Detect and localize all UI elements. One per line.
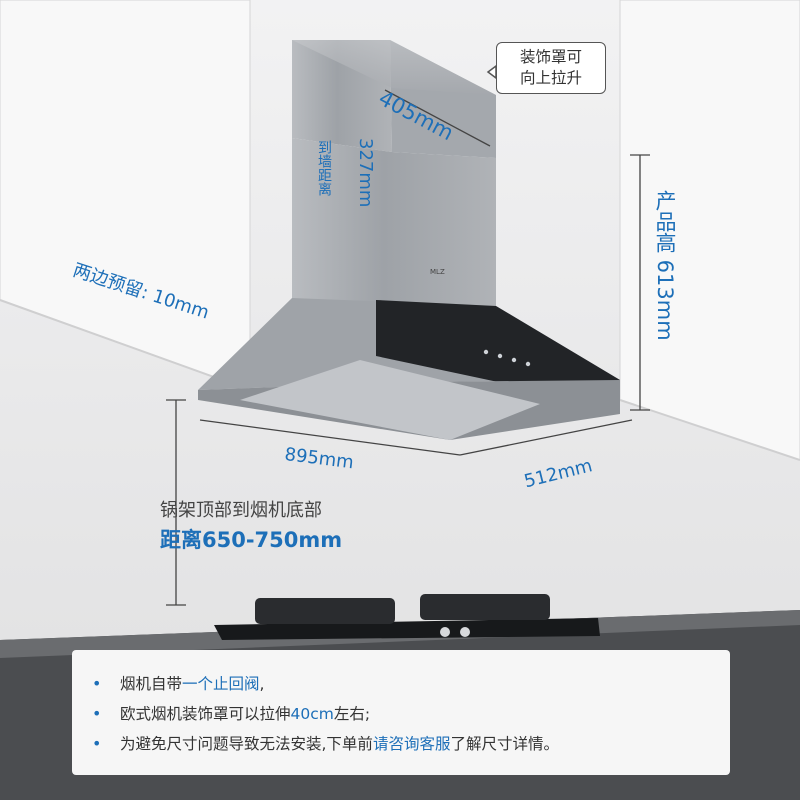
chimney-lower [292,138,496,310]
bullet-icon: • [92,704,102,723]
bullet-icon: • [92,734,102,753]
bullet-icon: • [92,674,102,693]
callout-line2: 向上拉升 [519,69,582,87]
depth-line [459,419,633,456]
callout-line1: 装饰罩可 [519,48,582,66]
feature-item: • 欧式烟机装饰罩可以拉伸40cm左右; [92,699,559,729]
wall-distance-value: 327mm [355,138,376,208]
feature-item: • 为避免尺寸问题导致无法安装,下单前请咨询客服了解尺寸详情。 [92,729,559,759]
right-cabinet [619,0,800,461]
wall-distance-label: 到墙距离 [316,140,332,196]
product-height-label: 产品高 613mm [653,190,677,341]
burners [255,594,550,624]
callout-box: 装饰罩可 向上拉升 [496,42,606,94]
knobs [440,627,470,637]
feature-item: • 烟机自带一个止回阀, [92,669,559,699]
control-buttons [483,349,531,367]
chimney-width-line [384,89,491,147]
install-note-line2: 距离650-750mm [160,528,343,552]
feature-list: • 烟机自带一个止回阀, • 欧式烟机装饰罩可以拉伸40cm左右; • 为避免尺… [92,669,559,759]
width-line [199,419,461,456]
hood-underside [240,360,540,440]
install-note-line1: 锅架顶部到烟机底部 [160,500,322,521]
brand-mark: MLZ [430,268,445,276]
feature-panel: • 烟机自带一个止回阀, • 欧式烟机装饰罩可以拉伸40cm左右; • 为避免尺… [72,650,730,775]
